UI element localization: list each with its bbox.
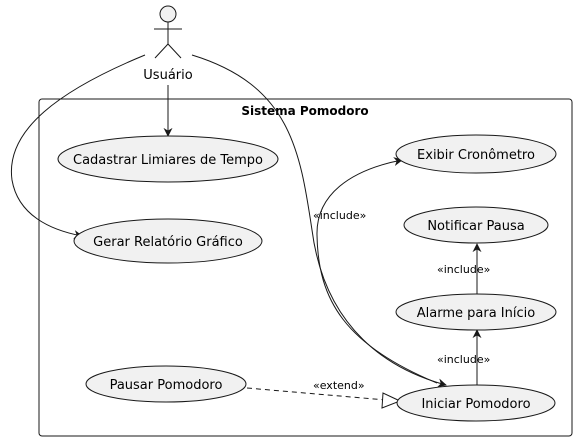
use-case-pausar[interactable]: Pausar Pomodoro (85, 365, 247, 403)
include-label-alarme: «include» (437, 353, 490, 366)
include-label-exibir: «include» (313, 209, 366, 222)
use-case-gerar-label: Gerar Relatório Gráfico (93, 235, 243, 250)
use-case-cadastrar-label: Cadastrar Limiares de Tempo (73, 153, 263, 168)
include-label-notificar: «include» (437, 263, 490, 276)
use-case-notificar[interactable]: Notificar Pausa (403, 206, 549, 244)
use-case-cadastrar[interactable]: Cadastrar Limiares de Tempo (57, 135, 279, 183)
assoc-actor-iniciar (191, 54, 447, 388)
extend-label-pausar: «extend» (313, 379, 365, 392)
actor-right-leg (167, 43, 182, 59)
use-case-iniciar[interactable]: Iniciar Pomodoro (396, 384, 556, 422)
extend-arrowhead (381, 392, 402, 409)
use-case-exibir[interactable]: Exibir Cronômetro (395, 134, 557, 174)
assoc-actor-gerar (10, 54, 146, 239)
use-case-iniciar-label: Iniciar Pomodoro (421, 397, 530, 412)
use-case-alarme[interactable]: Alarme para Início (395, 293, 557, 331)
use-case-exibir-label: Exibir Cronômetro (417, 148, 535, 163)
use-case-notificar-label: Notificar Pausa (427, 219, 524, 234)
system-title: Sistema Pomodoro (241, 104, 368, 118)
actor-head (159, 5, 177, 23)
system-boundary: Sistema Pomodoro (38, 98, 573, 437)
include-iniciar-exibir (316, 157, 438, 384)
connectors (10, 54, 482, 409)
use-case-pausar-label: Pausar Pomodoro (110, 378, 223, 393)
use-case-gerar[interactable]: Gerar Relatório Gráfico (73, 218, 263, 264)
use-case-alarme-label: Alarme para Início (417, 306, 535, 321)
actor-label: Usuário (143, 68, 192, 83)
actor-usuario[interactable]: Usuário (143, 5, 193, 83)
actor-left-leg (154, 43, 169, 59)
